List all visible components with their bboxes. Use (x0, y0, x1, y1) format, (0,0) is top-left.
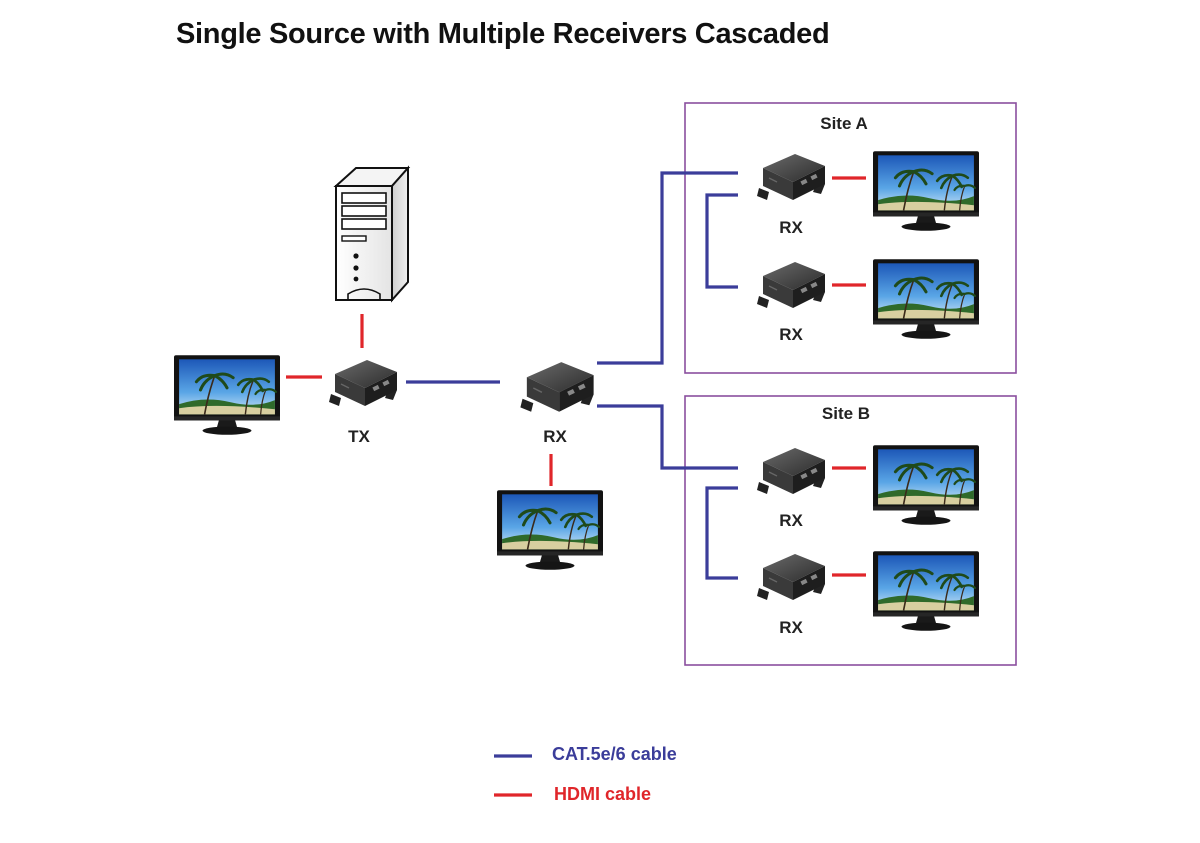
tv-local-icon (172, 353, 282, 437)
tv-site-a-2-icon (871, 257, 981, 341)
tv-site-a-1-icon (871, 149, 981, 233)
site-b-box (684, 395, 1017, 666)
rx-site-a-2-icon (756, 261, 826, 309)
cat-cable-rx-site-b (597, 404, 738, 470)
cat-cable-site-b-cascade (705, 486, 738, 580)
rx-site-b-2-icon (756, 553, 826, 601)
diagram-title: Single Source with Multiple Receivers Ca… (176, 18, 830, 50)
cat-cables (406, 171, 738, 580)
rx-site-b-1-icon (756, 447, 826, 495)
tx-label: TX (348, 427, 370, 446)
rx-extender-icon (519, 361, 595, 413)
tx-extender-icon (328, 359, 398, 407)
site-a-label: Site A (820, 114, 868, 133)
tv-site-b-2-icon (871, 549, 981, 633)
hdmi-cables (286, 176, 866, 577)
legend-cat-label: CAT.5e/6 cable (552, 744, 677, 764)
tv-rx-icon (495, 488, 605, 572)
tv-site-b-1-icon (871, 443, 981, 527)
rx-site-b-1-label: RX (779, 511, 803, 530)
site-b-label: Site B (821, 404, 871, 423)
cat-cable-site-a-cascade (705, 193, 738, 289)
site-a-box (684, 102, 1017, 374)
legend-hdmi-label: HDMI cable (554, 784, 652, 804)
pc-tower-icon (333, 165, 411, 303)
cat-cable-rx-site-a (597, 171, 738, 365)
rx-site-a-1-icon (756, 153, 826, 201)
rx-site-a-1-label: RX (779, 218, 803, 237)
rx-site-a-2-label: RX (779, 325, 803, 344)
rx-site-b-2-label: RX (779, 618, 803, 637)
rx-main-label: RX (543, 427, 567, 446)
